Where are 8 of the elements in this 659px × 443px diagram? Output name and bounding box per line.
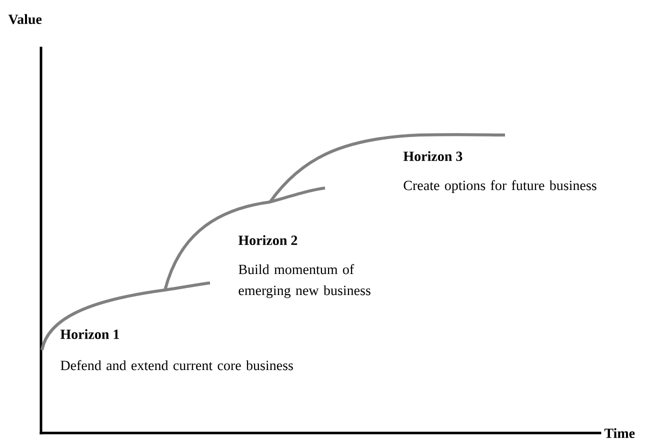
description: Build momentum of emerging new business [238,264,370,298]
description: Defend and extend current core business [60,360,293,370]
heading: Horizon 3 [403,151,462,162]
heading: Horizon 2 [238,235,298,246]
description: Create options for future business [404,180,596,194]
heading: Horizon 1 [60,329,119,340]
axis-label: Value [8,14,42,24]
axis-label: Time [604,428,635,438]
